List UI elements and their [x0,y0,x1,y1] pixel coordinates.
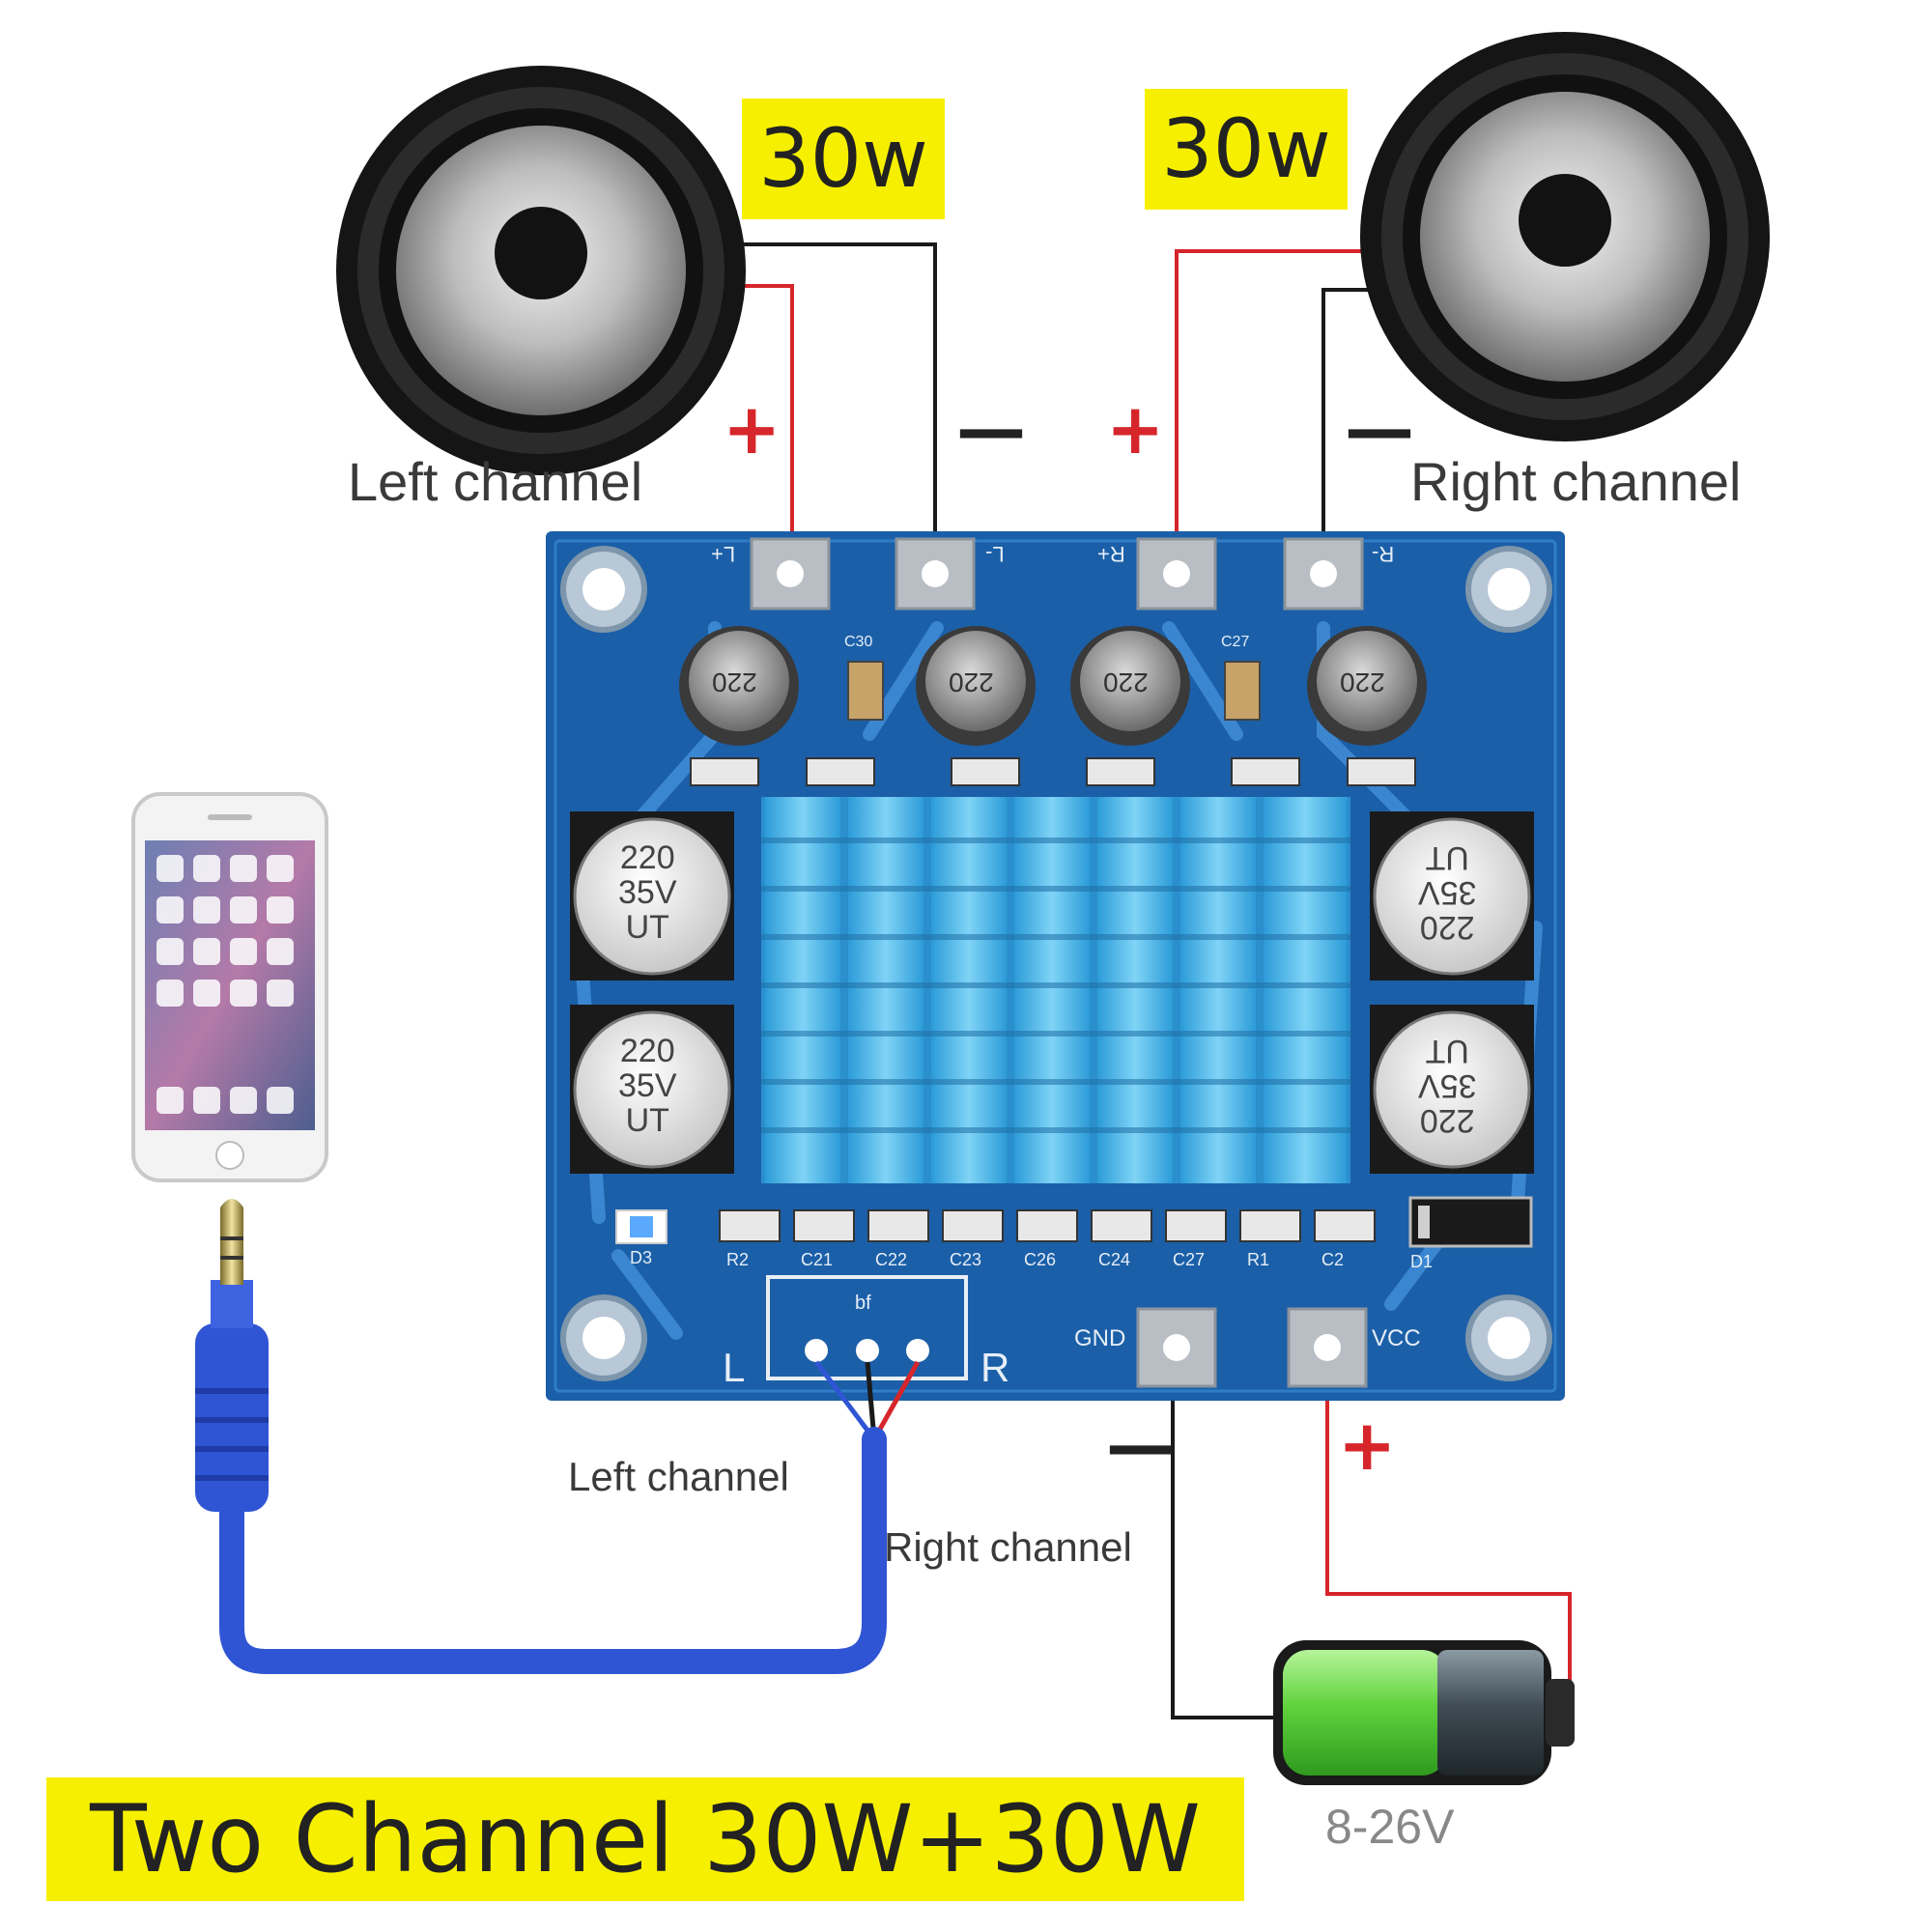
smd-label: R1 [1247,1250,1270,1269]
mounting-hole [560,546,647,633]
led-label: D3 [630,1248,653,1267]
pad-label-l-minus: L- [985,542,1005,566]
smd-label: C23 [950,1250,982,1269]
pad-label-vcc: VCC [1372,1325,1421,1351]
right-minus-sign: — [1345,388,1414,469]
diode-label: D1 [1410,1252,1434,1271]
smd-label: C22 [875,1250,908,1269]
electrolytic-capacitor [1370,1005,1534,1174]
mounting-hole [1465,546,1552,633]
input-label-l: L [723,1345,746,1390]
smd-label: C24 [1098,1250,1131,1269]
pad-label-r-plus: R+ [1097,542,1125,566]
right-power-tag: 30w [1145,89,1348,210]
left-power-tag: 30w [742,99,945,219]
smd-capacitor [1224,661,1261,721]
electrolytic-capacitor [570,811,734,980]
inductor [1070,626,1190,746]
cap-label-top-right: C27 [1221,634,1250,650]
left-channel-label: Left channel [348,451,643,512]
audio-jack-icon [195,1199,269,1512]
electrolytic-capacitor [1370,811,1534,980]
gnd-minus-sign: — [1106,1405,1176,1486]
power-wires [1171,1391,1572,1719]
battery-icon [1273,1640,1575,1785]
input-mark: bf [855,1293,871,1314]
input-left-channel-label: Left channel [568,1454,789,1499]
pad-label-r-minus: R- [1372,542,1395,566]
pad-vcc [1287,1307,1368,1388]
right-channel-label: Right channel [1410,451,1742,512]
right-speaker-wires [1175,249,1381,546]
diode [1408,1196,1533,1248]
phone-icon [131,792,328,1182]
pad-l-minus [895,537,976,611]
audio-cable [219,1427,887,1674]
smd-label: C21 [801,1250,834,1269]
speaker-icon [1360,32,1770,441]
inductor [916,626,1036,746]
inductor-text: 220 [1103,668,1149,697]
pad-r-plus [1136,537,1217,611]
amplifier-board [546,531,1565,1401]
cap-label-top-left: C30 [844,634,873,650]
heatsink [761,797,1350,1183]
inductor [1307,626,1427,746]
pad-gnd [1136,1307,1217,1388]
input-wires [814,1360,921,1441]
left-minus-sign: — [956,388,1026,469]
pad-label-gnd: GND [1074,1325,1126,1351]
input-right-channel-label: Right channel [884,1524,1132,1570]
pad-label-l-plus: L+ [711,542,736,566]
inductor-text: 220 [1340,668,1385,697]
right-plus-sign: + [1106,388,1165,469]
mounting-hole [560,1294,647,1381]
title-banner: Two Channel 30W+30W [46,1777,1244,1901]
smd-label: C27 [1173,1250,1206,1269]
smd-label: C2 [1321,1250,1345,1269]
smd-row-bottom [719,1209,1376,1242]
left-speaker-wires [739,242,937,546]
smd-label: C26 [1024,1250,1057,1269]
pad-r-minus [1283,537,1364,611]
left-plus-sign: + [723,388,781,469]
smd-row-top [690,757,1416,786]
speaker-icon [336,66,746,475]
smd-capacitor [847,661,884,721]
electrolytic-capacitor [570,1005,734,1174]
inductor [679,626,799,746]
pad-l-plus [750,537,831,611]
input-label-r: R [980,1345,1010,1390]
mounting-hole [1465,1294,1552,1381]
inductor-text: 220 [949,668,994,697]
smd-label: R2 [726,1250,750,1269]
vcc-plus-sign: + [1338,1405,1397,1486]
inductor-text: 220 [712,668,757,697]
led [615,1209,668,1244]
voltage-label: 8-26V [1325,1800,1455,1854]
